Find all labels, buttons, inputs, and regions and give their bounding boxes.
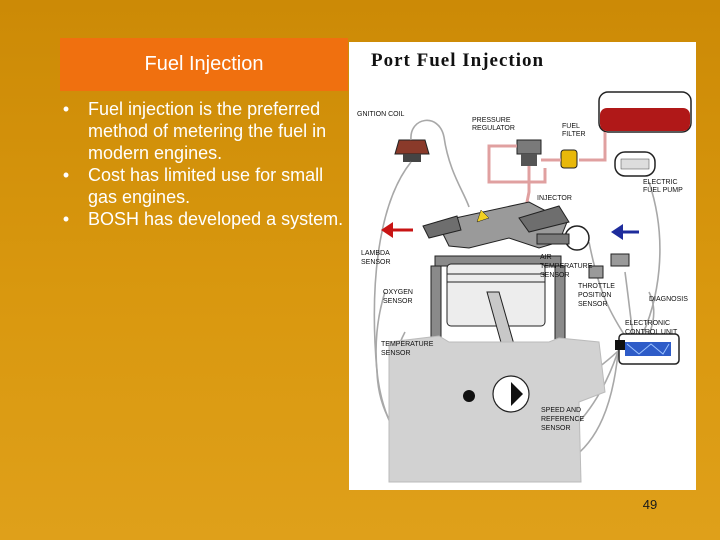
label-air-temperature-sensor: AIR xyxy=(540,254,552,261)
label-lambda-sensor: LAMBDA xyxy=(361,250,390,257)
label-ignition-coil: GNITION COIL xyxy=(357,111,405,118)
intake-runner xyxy=(422,205,590,251)
ignition-coil xyxy=(394,139,430,162)
port-fuel-injection-diagram: Port Fuel Injection xyxy=(349,42,696,490)
air-temp-sensor-icon xyxy=(610,253,630,267)
bullet-item: • Fuel injection is the preferred method … xyxy=(56,98,346,164)
fuel-tank xyxy=(598,91,692,133)
bullet-text: Cost has limited use for small gas engin… xyxy=(88,165,324,207)
bullet-text: Fuel injection is the preferred method o… xyxy=(88,99,327,163)
bullet-text: BOSH has developed a system. xyxy=(88,209,344,229)
electric-fuel-pump xyxy=(614,151,656,177)
label-lambda-sensor: SENSOR xyxy=(361,259,391,266)
label-diagnosis: DIAGNOSIS xyxy=(649,296,688,303)
title-box: Fuel Injection xyxy=(60,38,348,91)
label-throttle-position-sensor: THROTTLE xyxy=(578,283,615,290)
label-throttle-position-sensor: POSITION xyxy=(578,292,611,299)
label-temperature-sensor: TEMPERATURE xyxy=(381,341,434,348)
bullet-item: • BOSH has developed a system. xyxy=(56,208,346,230)
electronic-control-unit xyxy=(615,333,680,365)
throttle-sensor-icon xyxy=(588,265,604,279)
label-pressure-regulator: REGULATOR xyxy=(472,125,515,132)
intake-arrow-icon xyxy=(611,224,639,240)
bullet-dot: • xyxy=(62,99,70,119)
injector-spray xyxy=(476,209,490,223)
label-air-temperature-sensor: TEMPERATURE xyxy=(540,263,593,270)
label-electronic-control-unit: CONTROL UNIT xyxy=(625,329,678,336)
label-air-temperature-sensor: SENSOR xyxy=(540,272,570,279)
bullet-item: • Cost has limited use for small gas engi… xyxy=(56,164,346,208)
label-injector: INJECTOR xyxy=(537,195,572,202)
label-speed-reference-sensor: SPEED AND xyxy=(541,407,581,414)
label-fuel-filter: FUEL xyxy=(562,123,580,130)
slide-title: Fuel Injection xyxy=(144,53,264,75)
label-fuel-filter: FILTER xyxy=(562,131,586,138)
fuel-filter xyxy=(560,149,578,169)
label-speed-reference-sensor: SENSOR xyxy=(541,425,571,432)
bullet-dot: • xyxy=(62,165,70,185)
label-oxygen-sensor: OXYGEN xyxy=(383,289,413,296)
page-number: 49 xyxy=(642,497,658,512)
label-temperature-sensor: SENSOR xyxy=(381,350,411,357)
label-electronic-control-unit: ELECTRONIC xyxy=(625,320,670,327)
label-oxygen-sensor: SENSOR xyxy=(383,298,413,305)
exhaust-arrow-icon xyxy=(381,222,413,238)
label-electric-fuel-pump: ELECTRIC xyxy=(643,179,678,186)
bullet-dot: • xyxy=(62,209,70,229)
bullet-list: • Fuel injection is the preferred method … xyxy=(56,98,346,230)
label-electric-fuel-pump: FUEL PUMP xyxy=(643,187,683,194)
label-throttle-position-sensor: SENSOR xyxy=(578,301,608,308)
diagram-title: Port Fuel Injection xyxy=(371,50,544,71)
pressure-regulator xyxy=(516,139,542,166)
crankcase xyxy=(388,335,606,483)
label-pressure-regulator: PRESSURE xyxy=(472,117,511,124)
label-speed-reference-sensor: REFERENCE xyxy=(541,416,585,423)
